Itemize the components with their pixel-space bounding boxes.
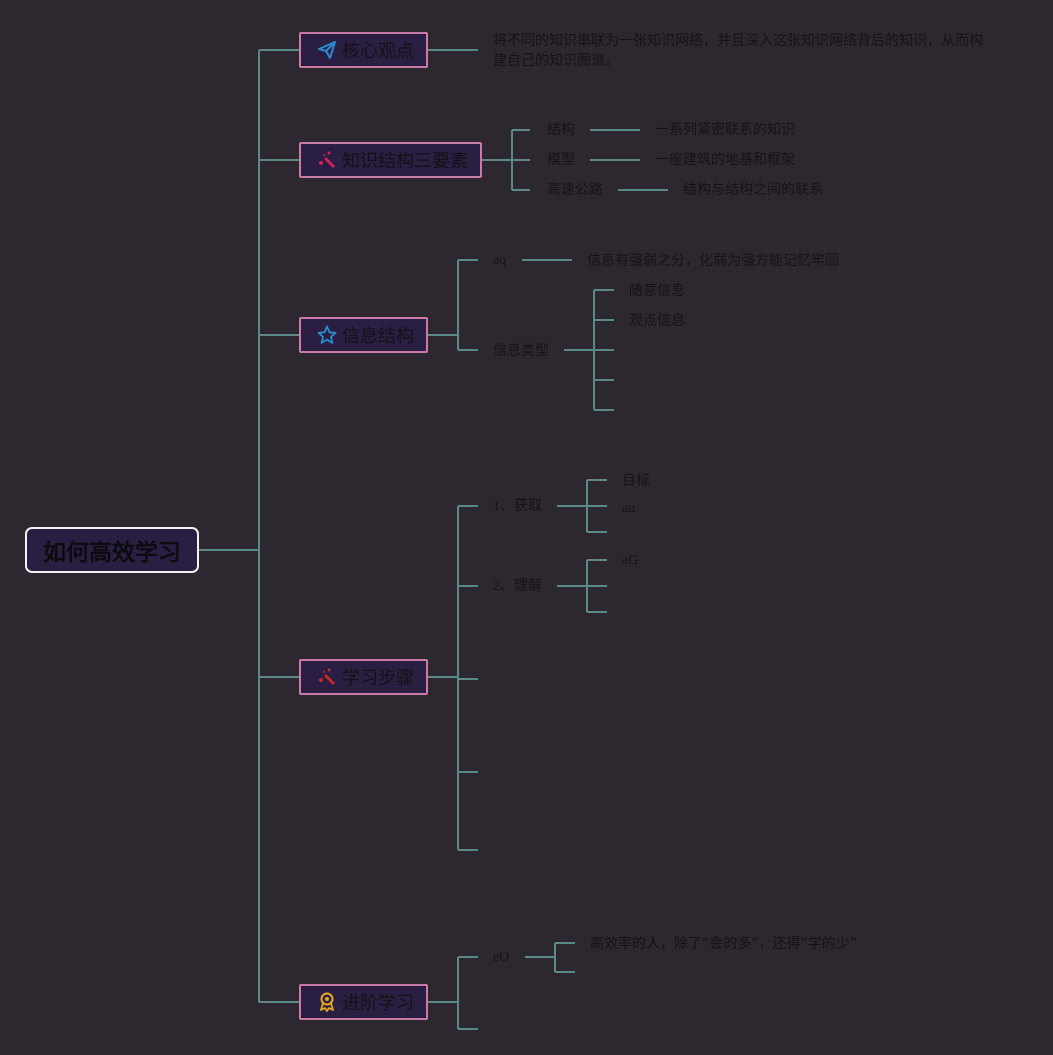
node-label: 进阶学习: [342, 993, 414, 1014]
advanced-eo[interactable]: eO: [493, 950, 510, 965]
advanced-eo-detail[interactable]: 高效率的人，除了“会的多”，还得“学的少”: [590, 936, 858, 952]
step-acquire-item[interactable]: 目标: [622, 473, 650, 489]
step-understand-item[interactable]: aG: [622, 553, 639, 568]
node-learning-steps[interactable]: 学习步骤: [299, 659, 428, 695]
step-acquire[interactable]: 1、获取: [493, 499, 542, 514]
element-structure-detail[interactable]: 一系列紧密联系的知识: [655, 122, 795, 138]
node-advanced-learning[interactable]: 进阶学习: [299, 984, 428, 1020]
info-type-item[interactable]: 观点信息: [629, 313, 685, 329]
core-text-line1: 将不同的知识串联为一张知识网络，并且深入这张知识网络背后的知识，从而构: [493, 33, 983, 49]
step-understand[interactable]: 2、理解: [493, 579, 542, 594]
info-aq[interactable]: aq: [493, 253, 507, 268]
info-aq-detail[interactable]: 信息有强弱之分，化弱为强方能记忆牢固: [587, 253, 839, 269]
star-icon: [317, 325, 337, 344]
node-label: 学习步骤: [342, 668, 414, 689]
step-acquire-item[interactable]: au: [622, 501, 636, 516]
element-highway[interactable]: 高速公路: [547, 182, 603, 198]
element-model-detail[interactable]: 一座建筑的地基和框架: [655, 152, 795, 168]
element-structure[interactable]: 结构: [547, 122, 575, 138]
magic-wand-icon: [319, 151, 336, 169]
core-text-line2: 建自己的知识图谱。: [493, 53, 619, 69]
node-label: 知识结构三要素: [342, 151, 468, 172]
award-icon: [320, 992, 334, 1012]
node-core-viewpoint[interactable]: 核心观点: [299, 32, 428, 68]
root-label: 如何高效学习: [43, 540, 181, 566]
root-node[interactable]: 如何高效学习: [25, 527, 199, 573]
paper-plane-icon: [318, 41, 336, 59]
magic-wand-icon: [319, 668, 336, 686]
node-knowledge-elements[interactable]: 知识结构三要素: [299, 142, 482, 178]
element-highway-detail[interactable]: 结构与结构之间的联系: [683, 182, 823, 198]
info-types[interactable]: 信息类型: [493, 343, 549, 359]
info-type-item[interactable]: 随意信息: [629, 283, 685, 299]
node-label: 信息结构: [342, 326, 414, 347]
node-label: 核心观点: [342, 41, 414, 62]
element-model[interactable]: 模型: [547, 152, 575, 168]
node-info-structure[interactable]: 信息结构: [299, 317, 428, 353]
